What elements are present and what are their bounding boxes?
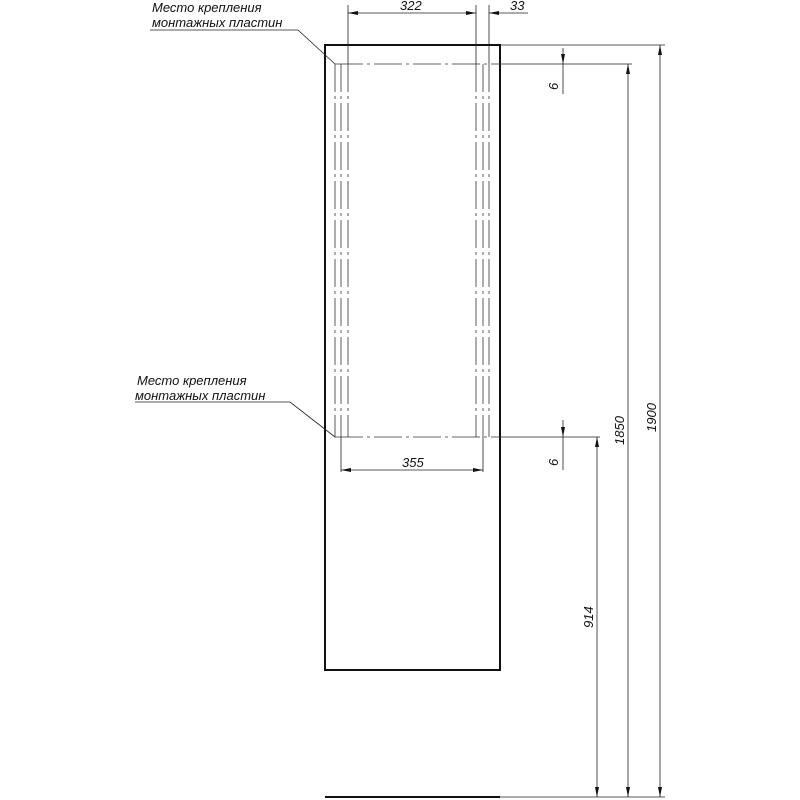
label-mount-top-1: Место крепления <box>152 0 262 15</box>
mounting-lines <box>334 63 500 438</box>
label-mount-bottom-1: Место крепления <box>137 373 247 388</box>
leader-top <box>150 29 336 65</box>
dim-6-bottom: 6 <box>546 458 561 466</box>
dim-322: 322 <box>400 0 422 13</box>
dim-6-top: 6 <box>546 82 561 90</box>
leader-bottom <box>135 401 336 438</box>
dim-1850: 1850 <box>612 415 627 445</box>
label-mount-top-2: монтажных пластин <box>152 15 282 30</box>
dim-914: 914 <box>581 606 596 628</box>
dim-355: 355 <box>402 455 424 470</box>
label-mount-bottom-2: монтажных пластин <box>135 388 265 403</box>
dim-1900: 1900 <box>644 402 659 432</box>
dim-33: 33 <box>510 0 525 13</box>
cabinet-outline <box>324 44 501 671</box>
